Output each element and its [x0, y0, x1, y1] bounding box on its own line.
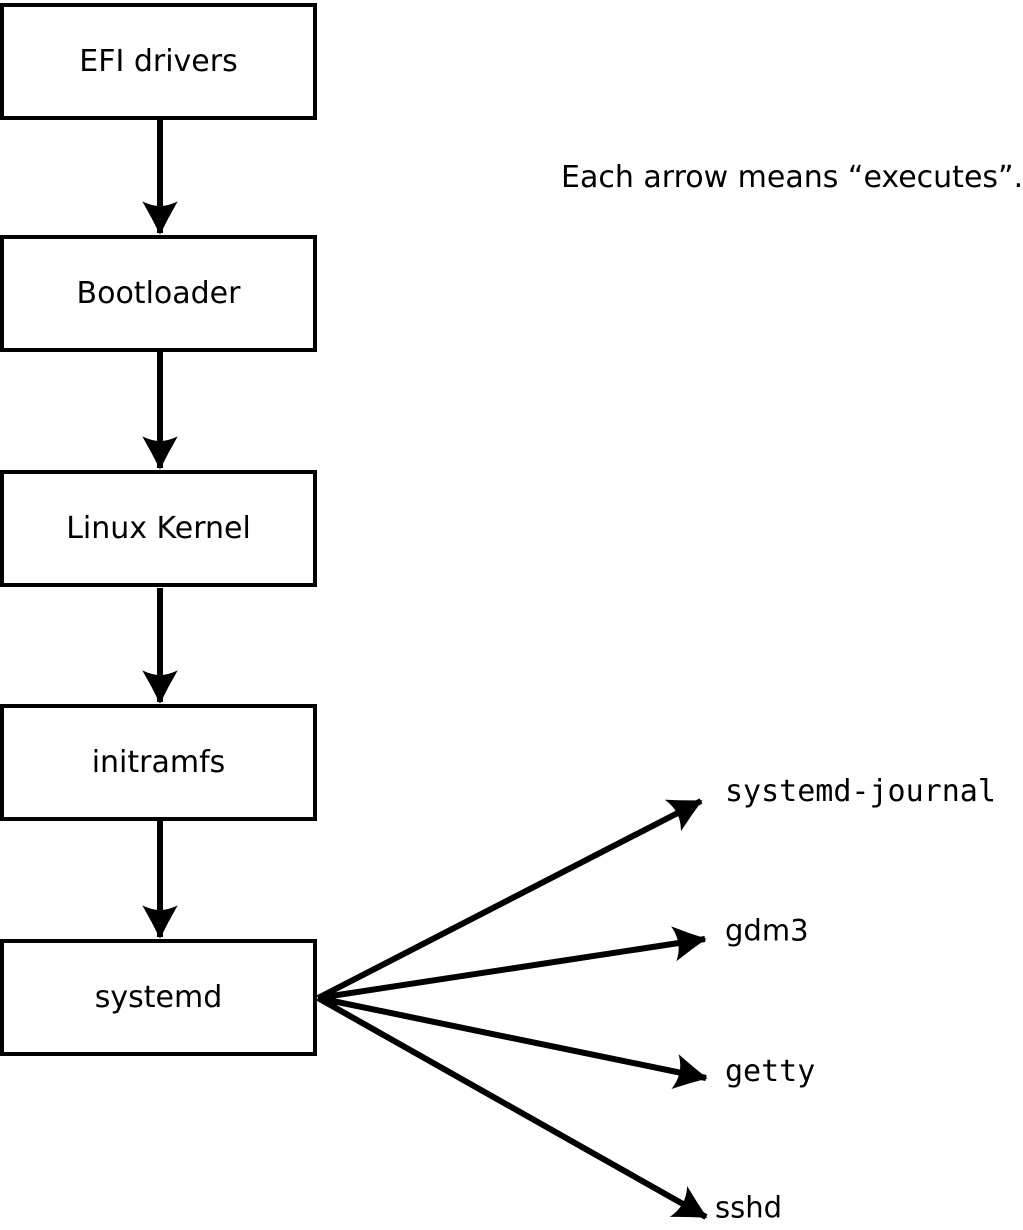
arrow-systemd-to-getty [317, 995, 708, 1089]
label-sshd: sshd [715, 1190, 783, 1225]
arrow-systemd-to-sshd [316, 995, 708, 1220]
node-label: initramfs [91, 744, 226, 780]
node-initramfs: initramfs [0, 704, 317, 821]
node-linux-kernel: Linux Kernel [0, 470, 317, 587]
node-label: Bootloader [76, 275, 241, 311]
node-label: EFI drivers [79, 43, 238, 79]
label-getty: getty [725, 1054, 816, 1089]
arrow-systemd-to-systemd-journal [316, 798, 703, 1001]
node-systemd: systemd [0, 939, 317, 1056]
node-label: systemd [94, 979, 223, 1015]
label-gdm3: gdm3 [725, 913, 809, 948]
node-label: Linux Kernel [66, 510, 251, 546]
node-efi-drivers: EFI drivers [0, 3, 317, 120]
arrow-systemd-to-gdm3 [317, 926, 707, 1001]
annotation-text: Each arrow means “executes”. [561, 160, 1023, 195]
label-systemd-journal: systemd-journal [725, 774, 996, 809]
node-bootloader: Bootloader [0, 235, 317, 352]
